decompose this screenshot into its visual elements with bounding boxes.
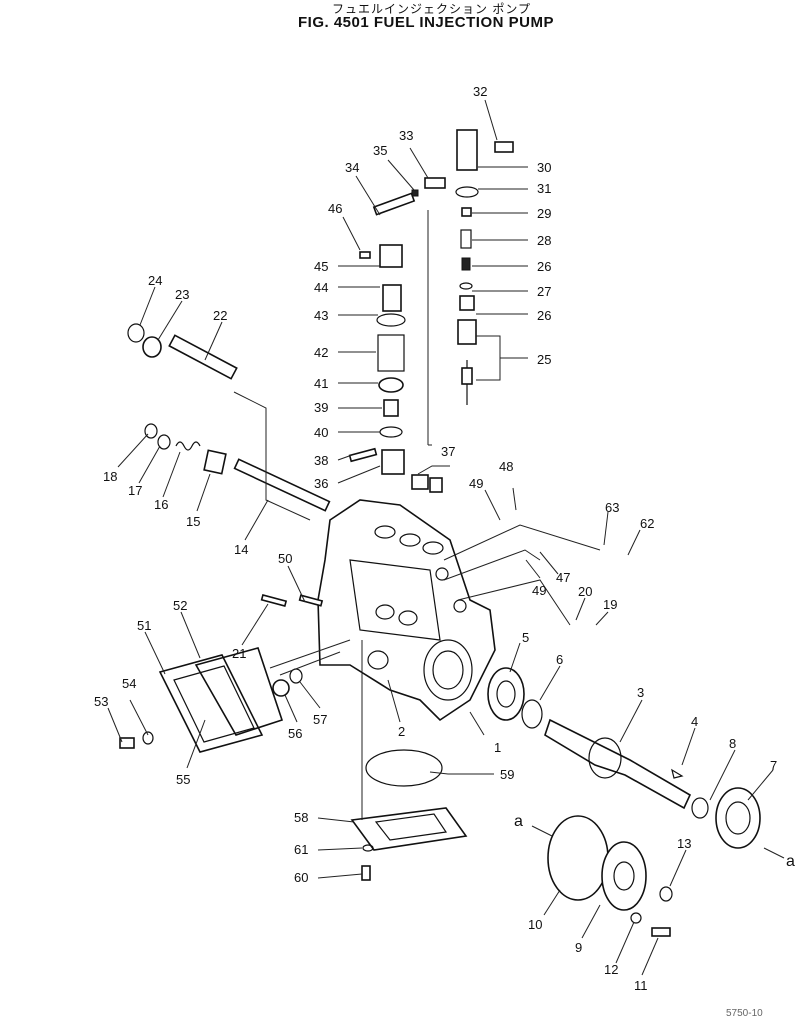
callout-48: 48 [499,459,513,474]
callout-33: 33 [399,128,413,143]
drawing-code: 5750-10 [726,1008,763,1019]
callout-47: 47 [556,570,570,585]
callout-9: 9 [575,940,582,955]
bottom-cover [350,749,468,881]
callout-57: 57 [313,712,327,727]
callout-45: 45 [314,259,328,274]
callout-26a: 26 [537,259,551,274]
callout-29: 29 [537,206,551,221]
callout-11: 11 [634,978,648,993]
callout-54: 54 [122,676,136,691]
view-marker-a-left: a [514,813,523,830]
callout-60: 60 [294,870,308,885]
control-rack [127,323,331,607]
callout-28: 28 [537,233,551,248]
leader-lines [107,99,785,976]
callout-22: 22 [213,308,227,323]
title-japanese: フュエルインジェクション ポンプ [332,2,531,16]
callout-44: 44 [314,280,328,295]
callout-2: 2 [398,724,405,739]
callout-15: 15 [186,514,200,529]
callout-49b: 49 [532,583,546,598]
callout-20: 20 [578,584,592,599]
callout-27: 27 [537,284,551,299]
callout-40: 40 [314,425,328,440]
callout-55: 55 [176,772,190,787]
callout-32: 32 [473,84,487,99]
callout-8: 8 [729,736,736,751]
callout-39: 39 [314,400,328,415]
callout-56: 56 [288,726,302,741]
camshaft-assembly [487,667,761,937]
callout-36: 36 [314,476,328,491]
callout-21: 21 [232,646,246,661]
callout-4: 4 [691,714,698,729]
callout-46: 46 [328,201,342,216]
figure-title: FIG. 4501 FUEL INJECTION PUMP [298,14,554,31]
pump-housing [317,499,496,722]
callout-23: 23 [175,287,189,302]
callout-19: 19 [603,597,617,612]
callout-51: 51 [137,618,151,633]
callout-53: 53 [94,694,108,709]
callout-3: 3 [637,685,644,700]
callout-50: 50 [278,551,292,566]
callout-16: 16 [154,497,168,512]
view-marker-a-right: a [786,853,795,870]
callout-61: 61 [294,842,308,857]
callout-24: 24 [148,273,162,288]
callout-5: 5 [522,630,529,645]
callout-14: 14 [234,542,248,557]
callout-35: 35 [373,143,387,158]
callout-25: 25 [537,352,551,367]
callout-13: 13 [677,836,691,851]
callout-12: 12 [604,962,618,977]
callout-labels: 1 2 3 4 5 6 7 8 9 10 11 12 13 14 15 16 1… [94,84,795,993]
callout-62: 62 [640,516,654,531]
callout-63: 63 [605,500,619,515]
callout-26b: 26 [537,308,551,323]
callout-17: 17 [128,483,142,498]
callout-52: 52 [173,598,187,613]
callout-18: 18 [103,469,117,484]
callout-30: 30 [537,160,551,175]
callout-7: 7 [770,758,777,773]
callout-49a: 49 [469,476,483,491]
callout-59: 59 [500,767,514,782]
callout-43: 43 [314,308,328,323]
callout-34: 34 [345,160,359,175]
callout-58: 58 [294,810,308,825]
plunger-stack [348,129,514,493]
callout-41: 41 [314,376,328,391]
callout-1: 1 [494,740,501,755]
callout-31: 31 [537,181,551,196]
callout-10: 10 [528,917,542,932]
callout-42: 42 [314,345,328,360]
callout-38: 38 [314,453,328,468]
callout-37: 37 [441,444,455,459]
side-cover [119,647,303,753]
callout-6: 6 [556,652,563,667]
